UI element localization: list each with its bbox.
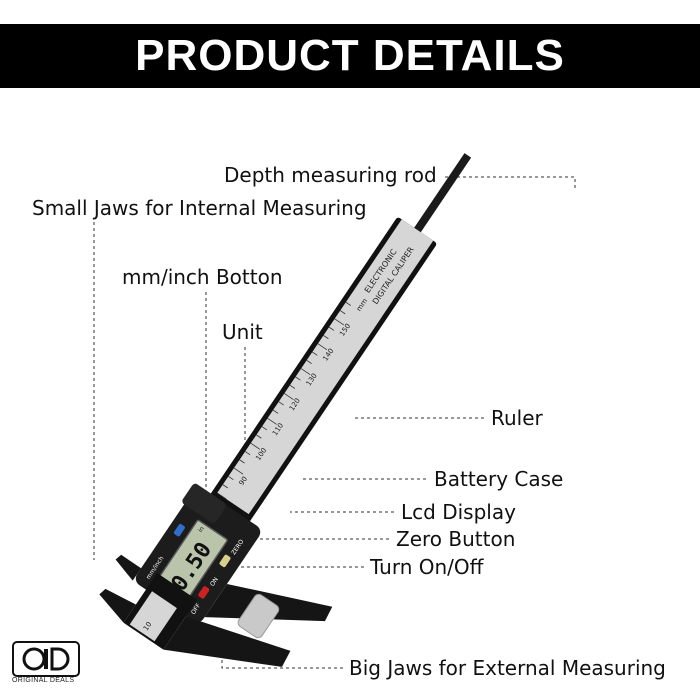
- logo-mark: [12, 641, 80, 677]
- on-button: [198, 586, 210, 599]
- depth-rod: [408, 153, 472, 241]
- scale-number: 10: [142, 620, 154, 632]
- zero-button: [219, 554, 231, 568]
- small-jaws: [99, 588, 136, 623]
- on-label: ON: [209, 576, 220, 588]
- ruler-face: [217, 219, 434, 515]
- label-mm-inch: mm/inch Botton: [122, 265, 283, 289]
- label-ruler: Ruler: [491, 406, 543, 430]
- label-lcd-display: Lcd Display: [401, 500, 516, 524]
- label-unit: Unit: [222, 320, 263, 344]
- logo-text: ORIGINAL DEALS: [12, 677, 75, 684]
- battery-case: [182, 483, 226, 523]
- label-big-jaws: Big Jaws for External Measuring: [349, 656, 666, 680]
- label-battery-case: Battery Case: [434, 467, 564, 491]
- label-small-jaws: Small Jaws for Internal Measuring: [32, 196, 367, 220]
- unit-mark: in: [197, 525, 206, 534]
- label-turn-on-off: Turn On/Off: [370, 555, 484, 579]
- leader-depth-rod: [445, 176, 576, 190]
- ruler-ticks: [216, 301, 352, 500]
- measured-cylinder: [237, 593, 280, 639]
- mm-inch-button: [173, 524, 185, 537]
- label-depth-rod: Depth measuring rod: [224, 163, 437, 187]
- big-jaws: [163, 616, 291, 667]
- label-zero-button: Zero Button: [396, 527, 516, 551]
- brand-logo: ORIGINAL DEALS: [12, 641, 84, 687]
- scale-number: 90: [238, 475, 250, 487]
- title-banner: PRODUCT DETAILS: [0, 24, 700, 88]
- page-title: PRODUCT DETAILS: [135, 31, 565, 80]
